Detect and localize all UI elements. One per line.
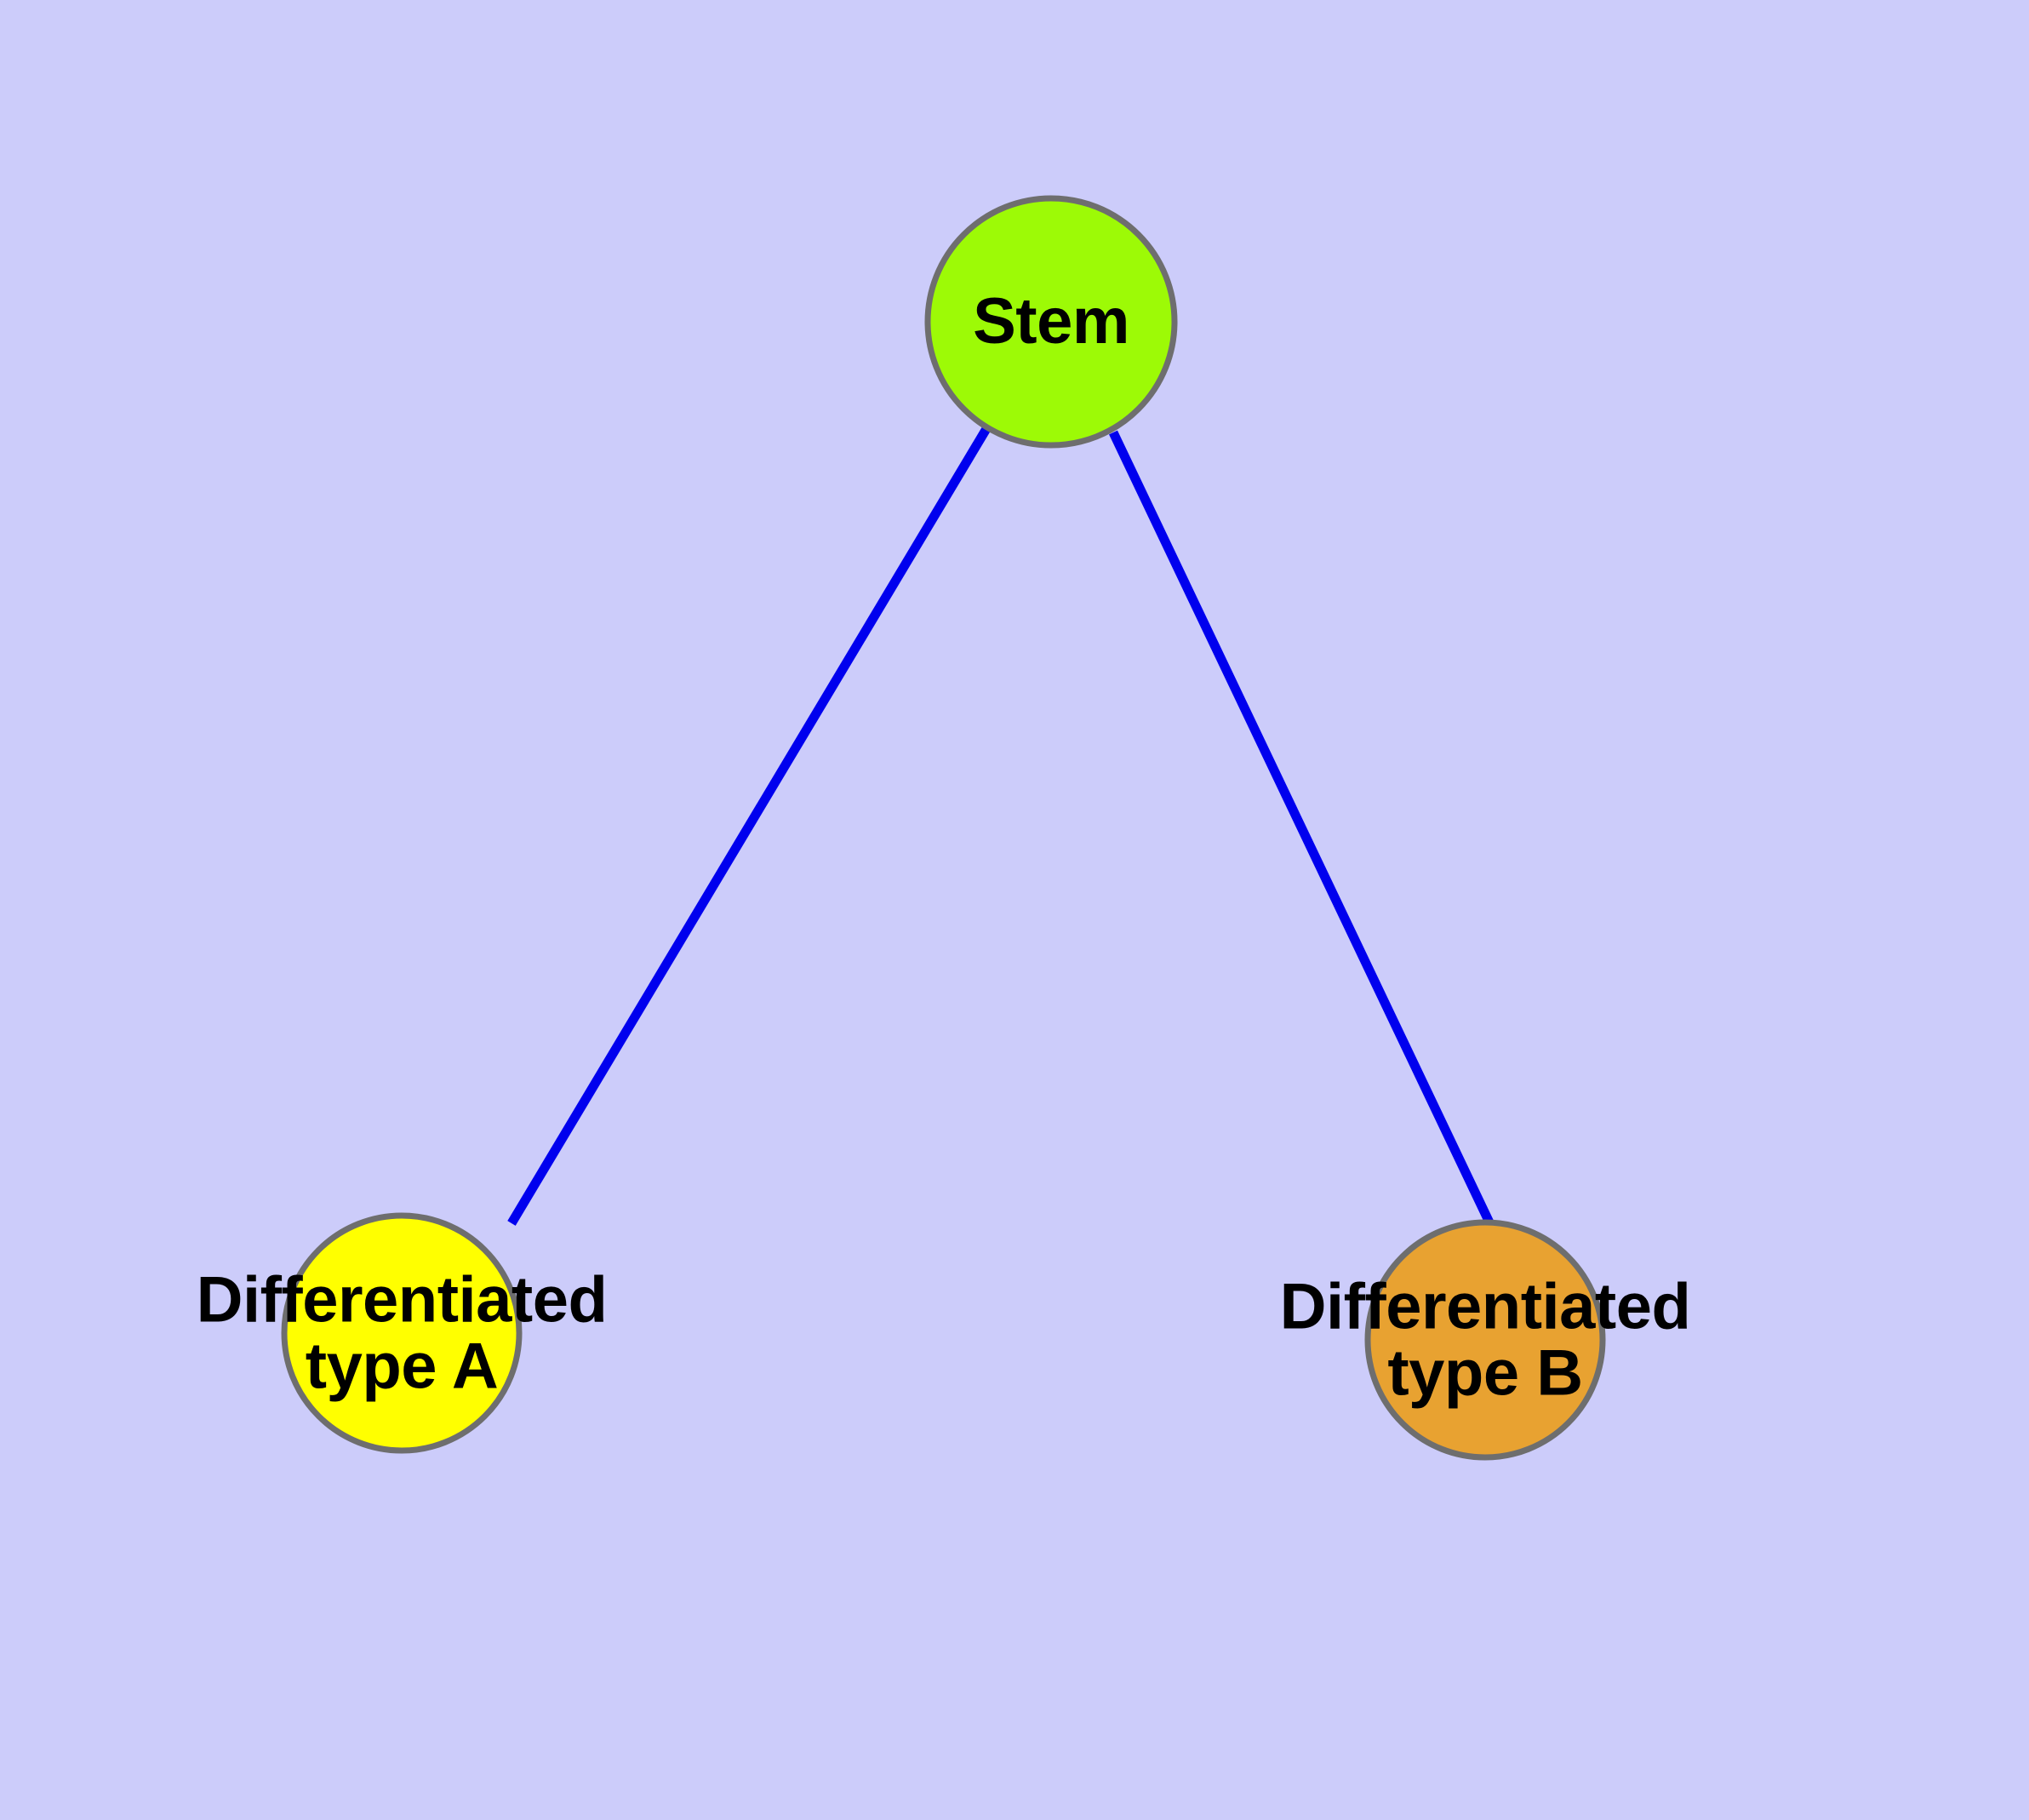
edge-stem-to-diff-a[interactable] — [507, 425, 992, 1226]
node-differentiated-type-a[interactable] — [281, 1212, 523, 1454]
edge-layer — [507, 425, 1494, 1226]
node-stem[interactable] — [924, 195, 1178, 449]
edge-stem-to-diff-b[interactable] — [1109, 430, 1494, 1225]
node-layer — [281, 195, 1606, 1461]
node-differentiated-type-b[interactable] — [1364, 1219, 1606, 1461]
